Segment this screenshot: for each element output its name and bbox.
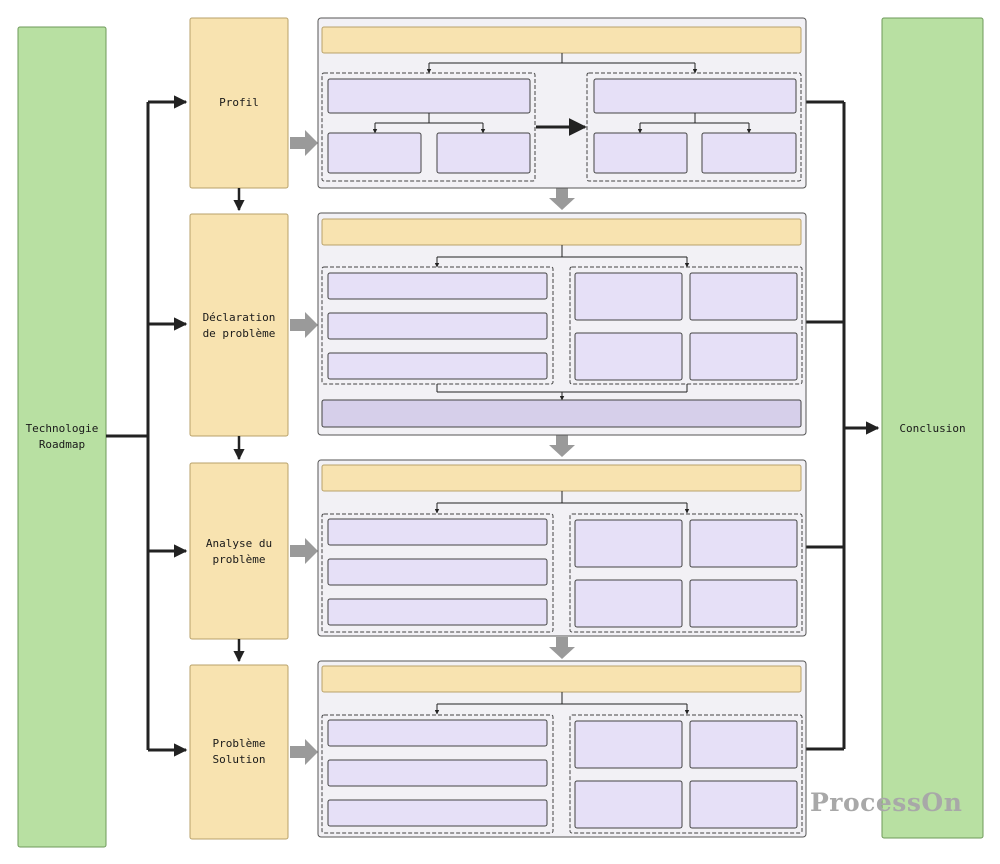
conclusion-label: Conclusion [899, 422, 966, 435]
conclusion-box [881, 17, 984, 839]
panel-analyse [317, 459, 807, 637]
gray-right-arrows [290, 130, 318, 765]
panel-declaration [317, 212, 807, 436]
technology-roadmap-label: Technologie Roadmap [25, 422, 99, 451]
stage-label-solution: Problème Solution [212, 737, 266, 766]
panel-profil [317, 17, 807, 189]
stage-label-profil: Profil [219, 96, 259, 109]
left-connectors [106, 95, 188, 757]
stage-box-solution [189, 664, 289, 840]
gray-down-arrows [549, 188, 575, 659]
right-connectors [806, 100, 880, 751]
processon-watermark: ProcessOn [810, 788, 963, 817]
stage-label-analyse: Analyse du problème [205, 537, 273, 566]
panel-solution [317, 660, 807, 838]
stage-label-declaration: Déclaration de problème [202, 311, 276, 340]
